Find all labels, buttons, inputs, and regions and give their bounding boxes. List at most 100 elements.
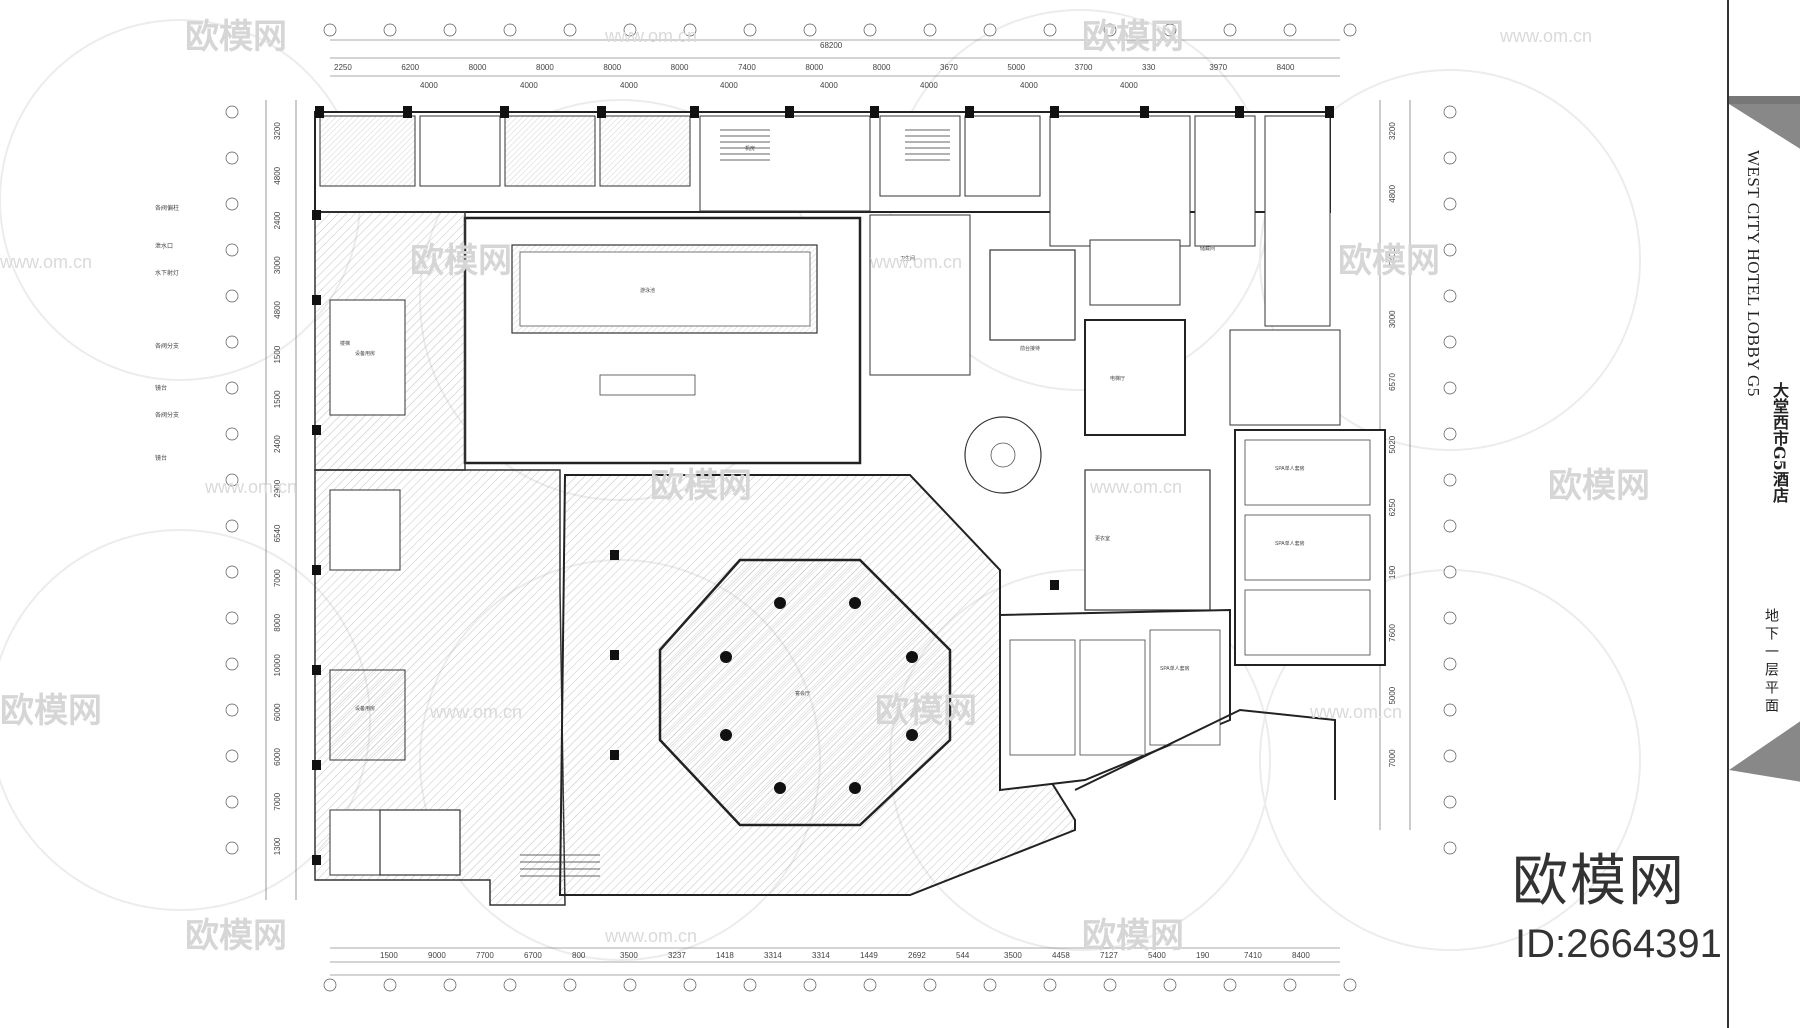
title-block-marks <box>1729 96 1800 782</box>
side-note: 水下射灯 <box>155 269 179 277</box>
top-dimension-label: 3670 <box>940 63 958 72</box>
right-dimension-label: 3200 <box>1388 122 1397 140</box>
grid-bubble <box>1283 978 1297 992</box>
grid-bubble <box>225 427 239 441</box>
bottom-dimension-label: 4458 <box>1052 951 1070 960</box>
svg-text:www.om.cn: www.om.cn <box>869 252 962 272</box>
right-dimension-label: 7600 <box>1388 623 1397 641</box>
grid-bubble <box>1443 473 1457 487</box>
grid-bubble <box>323 23 337 37</box>
grid-bubble <box>323 978 337 992</box>
top-subdimension-label: 4000 <box>420 81 438 90</box>
grid-bubble <box>563 978 577 992</box>
bottom-dimension-label: 1500 <box>380 951 398 960</box>
grid-bubble <box>225 335 239 349</box>
grid-bubble <box>743 978 757 992</box>
grid-bubble <box>683 978 697 992</box>
grid-bubble <box>503 978 517 992</box>
room-label-spa-3: SPA单人套房 <box>1160 665 1190 672</box>
grid-bubble <box>1443 243 1457 257</box>
grid-bubble <box>1103 978 1117 992</box>
room-label-hall: 宴会厅 <box>795 690 810 697</box>
grid-bubble <box>1103 23 1117 37</box>
room-label-spa-2: SPA单人套房 <box>1275 540 1305 547</box>
grid-axes-bottom <box>330 947 1340 976</box>
grid-bubble <box>225 841 239 855</box>
top-dimension-label: 8000 <box>805 63 823 72</box>
grid-bubble <box>225 703 239 717</box>
bottom-dimension-label: 1449 <box>860 951 878 960</box>
bottom-dimension-label: 3500 <box>620 951 638 960</box>
top-dimension-label: 7400 <box>738 63 756 72</box>
grid-bubble <box>443 23 457 37</box>
grid-bubble <box>1443 519 1457 533</box>
top-dimension-label: 2250 <box>334 63 352 72</box>
room-label-storage: 储藏间 <box>1200 245 1215 252</box>
svg-text:欧模网: 欧模网 <box>875 691 977 731</box>
grid-bubble <box>1043 978 1057 992</box>
top-dimension-label: 3970 <box>1209 63 1227 72</box>
left-dimension-label: 2400 <box>273 211 282 229</box>
svg-text:欧模网: 欧模网 <box>185 916 287 956</box>
grid-bubble <box>623 978 637 992</box>
grid-bubble <box>983 978 997 992</box>
side-note: 镜台 <box>155 454 167 462</box>
right-dimension-label: 4800 <box>1388 184 1397 202</box>
grid-bubble <box>1443 335 1457 349</box>
room-label-restroom: 卫生间 <box>900 255 915 262</box>
grid-bubble <box>1163 23 1177 37</box>
grid-bubble <box>1443 381 1457 395</box>
bottom-dimension-label: 3500 <box>1004 951 1022 960</box>
right-dimension-label: 6570 <box>1388 373 1397 391</box>
grid-bubble <box>923 23 937 37</box>
grid-bubble <box>1443 151 1457 165</box>
grid-bubble <box>1163 978 1177 992</box>
top-subdimension-label: 4000 <box>1020 81 1038 90</box>
left-dimension-label: 1500 <box>273 345 282 363</box>
grid-bubble <box>1443 427 1457 441</box>
top-dimension-label: 330 <box>1142 63 1156 72</box>
top-dimension-label: 8000 <box>671 63 689 72</box>
top-subdimension-label: 4000 <box>620 81 638 90</box>
grid-bubble <box>1223 978 1237 992</box>
svg-text:www.om.cn: www.om.cn <box>1499 26 1592 46</box>
drawing-title-en: WEST CITY HOTEL LOBBY G5 <box>1744 150 1763 397</box>
grid-bubble <box>1443 197 1457 211</box>
bottom-dimension-label: 6700 <box>524 951 542 960</box>
left-dimension-label: 10000 <box>273 654 282 677</box>
grid-bubble <box>743 23 757 37</box>
side-note: 各阀分支 <box>155 342 179 350</box>
left-dimension-label: 8000 <box>273 613 282 631</box>
right-dimension-label: 5020 <box>1388 435 1397 453</box>
grid-bubble <box>383 23 397 37</box>
grid-bubble <box>1443 795 1457 809</box>
watermark-url-repeats: www.om.cn www.om.cn www.om.cn www.om.cn … <box>0 26 1592 946</box>
left-dimension-label: 3200 <box>273 122 282 140</box>
room-label-reception: 前台接待 <box>1020 345 1040 352</box>
watermark-brand-repeats: 欧模网 欧模网 欧模网 欧模网 欧模网 欧模网 欧模网 欧模网 欧模网 欧模网 <box>0 17 1650 956</box>
title-block: WEST CITY HOTEL LOBBY G5 大堂西市G5酒店 地下一层平面 <box>1727 0 1800 1028</box>
top-dimension-label: 8000 <box>536 63 554 72</box>
svg-text:欧模网: 欧模网 <box>650 466 752 506</box>
left-dimension-label: 6000 <box>273 703 282 721</box>
grid-bubble <box>863 23 877 37</box>
svg-text:www.om.cn: www.om.cn <box>0 252 92 272</box>
top-dimension-label: 8000 <box>603 63 621 72</box>
grid-bubbles <box>225 23 1457 992</box>
svg-text:欧模网: 欧模网 <box>0 691 102 731</box>
grid-bubble <box>383 978 397 992</box>
right-dimension-label: 190 <box>1388 565 1397 579</box>
grid-bubble <box>1443 565 1457 579</box>
top-dimension-label: 8000 <box>469 63 487 72</box>
dimension-rails-side <box>265 100 1411 900</box>
svg-text:www.om.cn: www.om.cn <box>429 702 522 722</box>
left-dimension-label: 1300 <box>273 837 282 855</box>
total-dimension-top: 68200 <box>820 41 843 50</box>
bottom-dimension-label: 190 <box>1196 951 1210 960</box>
left-dimension-label: 1500 <box>273 390 282 408</box>
grid-bubble <box>1223 23 1237 37</box>
grid-bubble <box>983 23 997 37</box>
